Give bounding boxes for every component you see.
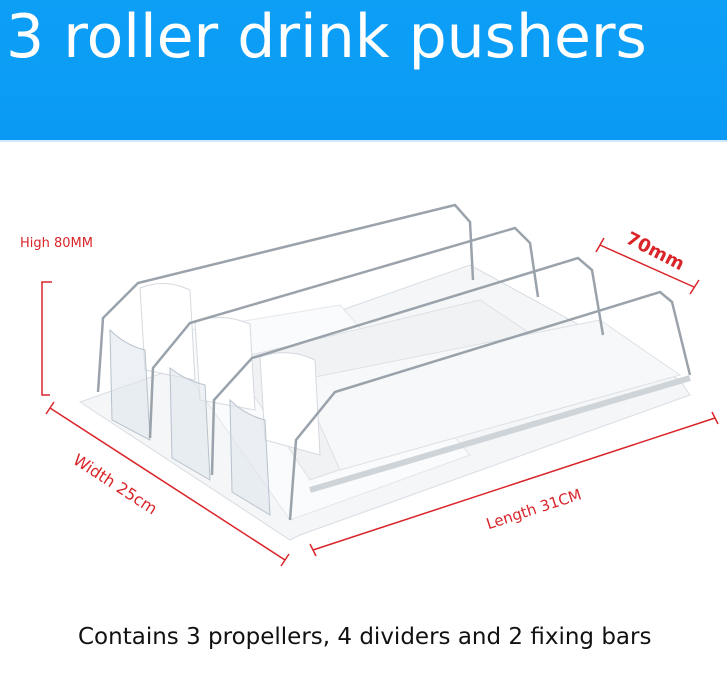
product-illustration bbox=[41, 203, 719, 567]
front-guard-2 bbox=[169, 366, 211, 481]
wire-divider-3 bbox=[210, 256, 605, 476]
page-title: 3 roller drink pushers bbox=[6, 2, 647, 72]
height-label: High 80MM bbox=[20, 236, 93, 251]
front-guard-1 bbox=[109, 328, 151, 441]
wire-divider-4 bbox=[288, 290, 692, 521]
width-dimension-line bbox=[49, 407, 286, 561]
title-banner: 3 roller drink pushers bbox=[0, 0, 727, 142]
depth-dimension-line bbox=[599, 244, 695, 288]
front-guard-3 bbox=[229, 398, 271, 516]
contents-caption: Contains 3 propellers, 4 dividers and 2 … bbox=[78, 624, 652, 650]
wire-divider-2 bbox=[148, 226, 540, 439]
pusher-1 bbox=[139, 283, 196, 381]
length-dimension-line bbox=[312, 417, 716, 551]
pusher-3 bbox=[259, 352, 321, 456]
wire-divider-1 bbox=[96, 203, 475, 393]
height-dimension-line bbox=[41, 281, 52, 396]
